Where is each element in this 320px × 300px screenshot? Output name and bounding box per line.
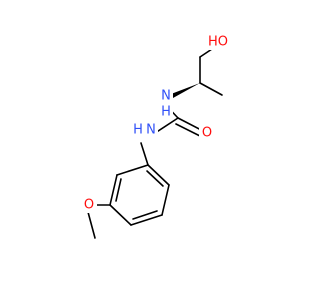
bonds <box>87 44 223 239</box>
bond-methoxy-ch3 <box>87 211 96 239</box>
atom-nh-lower-n: N <box>146 123 156 138</box>
bond-chiral-methyl <box>199 82 223 96</box>
ring-bond-2 <box>161 184 170 216</box>
molecule-structure: HO N H O H N O <box>81 34 229 239</box>
bond-nh-aryl <box>140 142 149 166</box>
ring-bond-6 <box>116 164 149 176</box>
atom-hydroxyl: HO <box>208 35 228 50</box>
ring-double-3 <box>115 178 122 202</box>
atom-nh-upper-h: H <box>161 105 171 120</box>
atom-nh-lower-h: H <box>133 123 143 138</box>
ring-bond-1 <box>147 164 170 186</box>
ring-double-2 <box>132 210 158 220</box>
atom-labels: HO N H O H N O <box>81 34 229 213</box>
ring-bond-3 <box>130 214 163 226</box>
ring-bond-5 <box>109 174 118 206</box>
atom-nh-upper-n: N <box>161 89 171 104</box>
ring-bond-4 <box>109 204 132 226</box>
atom-carbonyl-o: O <box>202 126 212 141</box>
atom-methoxy-o: O <box>84 198 94 213</box>
wedge-bond-chiral-nh <box>171 83 200 98</box>
ring-double-1 <box>146 170 164 187</box>
